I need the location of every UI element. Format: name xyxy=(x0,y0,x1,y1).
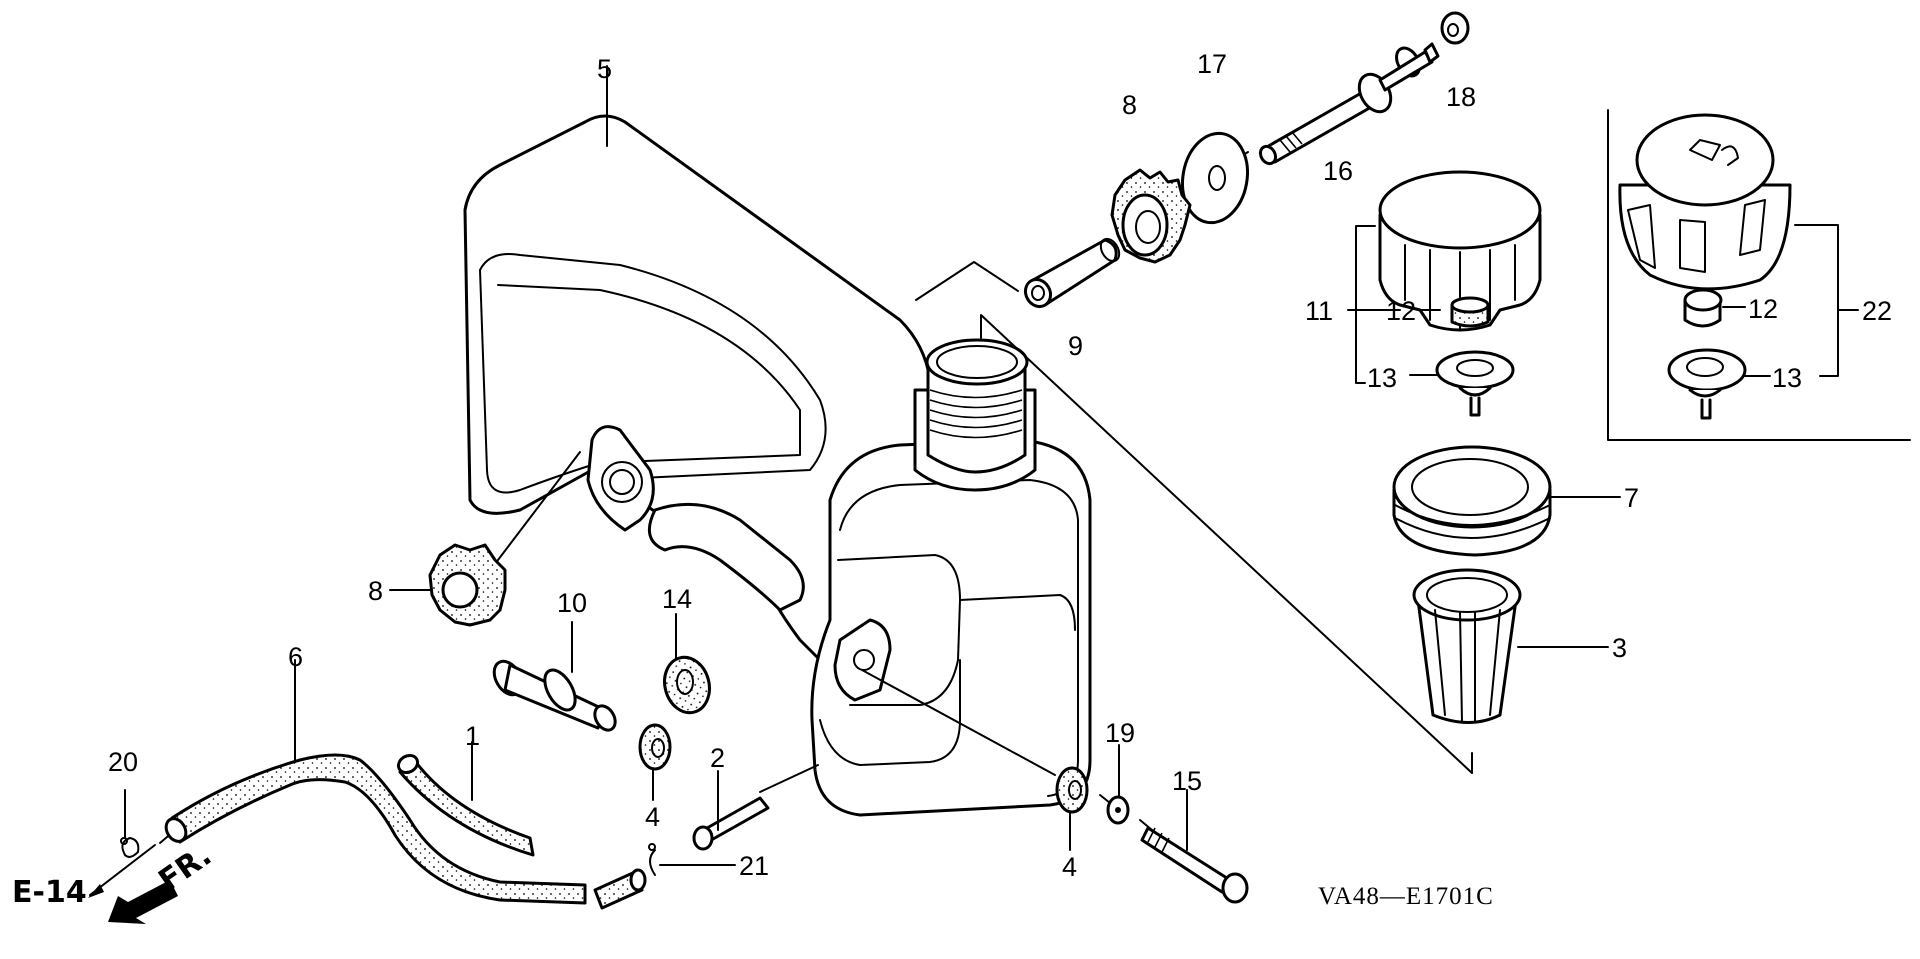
callout-15: 15 xyxy=(1172,766,1202,796)
part-12-filter-b[interactable] xyxy=(1683,288,1723,328)
callout-22: 22 xyxy=(1862,296,1892,326)
callout-16: 16 xyxy=(1323,156,1353,186)
bracket-11 xyxy=(1347,225,1441,384)
part-22-fuel-cap-alt[interactable] xyxy=(1618,113,1792,291)
part-21-tube-clip[interactable] xyxy=(593,843,736,910)
alt-cap-frame xyxy=(1607,109,1911,441)
part-16-stud-bolt[interactable] xyxy=(1257,42,1440,166)
callout-21: 21 xyxy=(739,851,769,881)
callout-11: 11 xyxy=(1305,296,1333,326)
part-4-grommet-a[interactable] xyxy=(638,723,672,801)
part-20-tube-clip[interactable] xyxy=(120,789,140,858)
part-1-fuel-tube-short[interactable] xyxy=(395,741,535,857)
callout-6: 6 xyxy=(288,642,303,672)
callout-18: 18 xyxy=(1446,82,1476,112)
part-18-flange-nut[interactable] xyxy=(1440,11,1470,45)
part-3-fuel-strainer[interactable] xyxy=(1412,568,1609,724)
part-19-washer[interactable] xyxy=(1106,744,1130,825)
callout-3: 3 xyxy=(1612,633,1627,663)
part-13-cap-packing-b[interactable] xyxy=(1667,348,1747,420)
part-8-mount-rubber-lower[interactable] xyxy=(389,543,507,627)
callout-12-b: 12 xyxy=(1748,294,1778,324)
callout-9: 9 xyxy=(1068,331,1083,361)
callout-8-lower: 8 xyxy=(368,576,383,606)
callout-8-upper: 8 xyxy=(1122,90,1137,120)
part-7-filler-ring[interactable] xyxy=(1392,445,1621,557)
front-direction-arrow-icon xyxy=(108,880,178,924)
part-14-grommet[interactable] xyxy=(659,613,716,718)
callout-20: 20 xyxy=(108,747,138,777)
callout-2: 2 xyxy=(710,743,725,773)
callout-1: 1 xyxy=(465,721,480,751)
callout-7: 7 xyxy=(1624,483,1639,513)
fuel-tank[interactable] xyxy=(463,114,1092,817)
drawing-code: VA48—E1701C xyxy=(1318,883,1494,910)
callout-19: 19 xyxy=(1105,718,1135,748)
callout-12-a: 12 xyxy=(1386,296,1416,326)
part-12-filter-a[interactable] xyxy=(1450,296,1490,328)
part-6-fuel-tube[interactable] xyxy=(162,659,587,905)
part-4-grommet-b[interactable] xyxy=(1055,766,1089,851)
part-11-fuel-cap[interactable] xyxy=(1378,170,1542,332)
part-2-bolt[interactable] xyxy=(692,770,770,851)
bracket-22 xyxy=(1722,224,1859,377)
callout-4-b: 4 xyxy=(1062,852,1077,882)
callout-10: 10 xyxy=(557,588,587,618)
callout-17: 17 xyxy=(1197,49,1227,79)
callout-4-a: 4 xyxy=(645,802,660,832)
part-9-collar[interactable] xyxy=(1021,236,1123,312)
part-8-mount-rubber-upper[interactable] xyxy=(1110,168,1192,264)
callout-labels: 5 8 17 16 18 9 11 12 13 12 13 22 7 3 8 1… xyxy=(12,49,1892,910)
part-15-flange-bolt[interactable] xyxy=(1140,789,1249,904)
part-17-washer[interactable] xyxy=(1176,128,1255,228)
callout-13-b: 13 xyxy=(1772,363,1802,393)
part-10-fuel-joint[interactable] xyxy=(489,621,620,734)
callout-13-a: 13 xyxy=(1367,363,1397,393)
part-13-cap-packing-a[interactable] xyxy=(1435,350,1515,417)
callout-14: 14 xyxy=(662,584,692,614)
callout-5: 5 xyxy=(597,54,612,84)
reference-label[interactable]: E-14 xyxy=(12,875,87,910)
